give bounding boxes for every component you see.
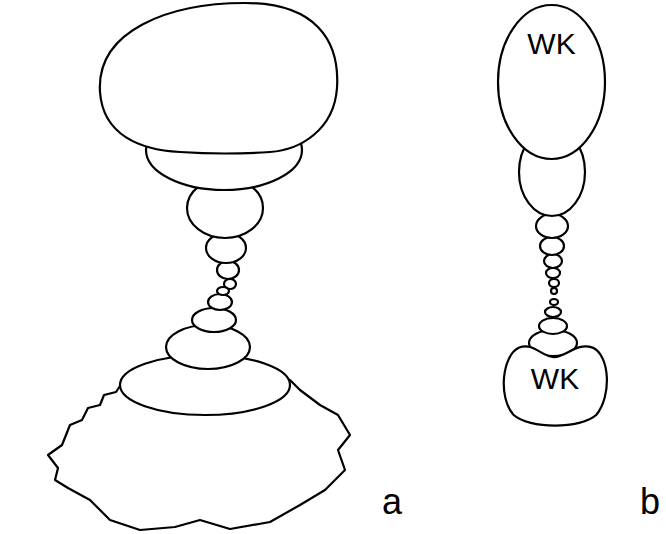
segment <box>551 288 557 294</box>
segment <box>549 279 559 287</box>
segment <box>536 214 568 238</box>
segment <box>208 294 232 310</box>
segment <box>540 237 564 255</box>
top-body <box>100 3 337 154</box>
segment <box>192 308 236 332</box>
bean-outline <box>504 346 607 425</box>
segment <box>539 318 567 334</box>
oval-outline <box>498 5 605 159</box>
segment <box>546 268 560 278</box>
segment <box>544 254 562 268</box>
segment <box>545 307 561 317</box>
segment <box>550 299 558 305</box>
region-label: WK <box>531 362 579 396</box>
bean-node: WK <box>496 336 614 432</box>
panel-letter: a <box>382 484 402 520</box>
panel-letter: b <box>640 484 660 520</box>
segment <box>217 287 229 295</box>
region-label: WK <box>527 27 575 61</box>
oval-node: WK <box>496 3 607 161</box>
